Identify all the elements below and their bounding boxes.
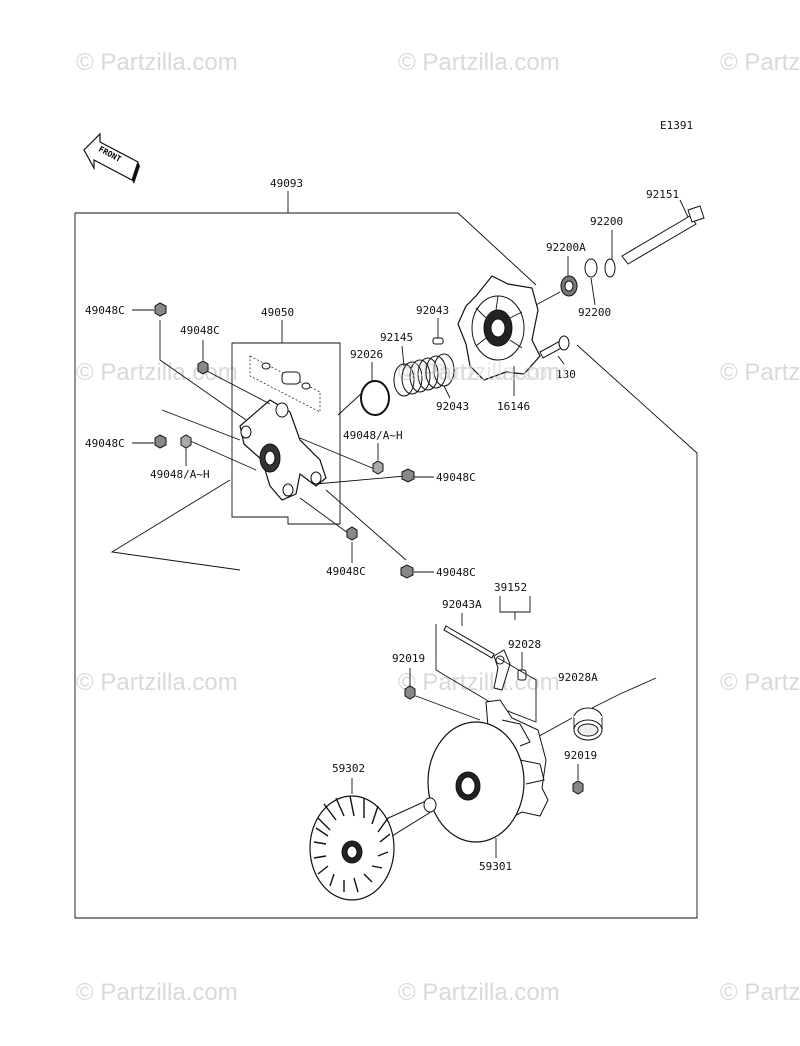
watermark: © Partzilla.com <box>76 49 238 76</box>
label-92200-top: 92200 <box>590 215 623 228</box>
label-92019-b: 92019 <box>564 749 597 762</box>
label-49048AH-b: 49048/A~H <box>343 429 403 442</box>
watermark: © Partzilla.com <box>720 359 800 386</box>
o-ring-92026 <box>360 380 390 416</box>
label-49048C-f: 49048C <box>436 566 476 579</box>
diagram-code: E1391 <box>660 119 693 132</box>
label-92043-bottom: 92043 <box>436 400 469 413</box>
label-130: 130 <box>556 368 576 381</box>
nut-49048AH <box>372 460 384 475</box>
nut-92019 <box>404 685 416 700</box>
label-92043A: 92043A <box>442 598 482 611</box>
nut-49048C <box>154 434 167 449</box>
label-49048C-b: 49048C <box>180 324 220 337</box>
cover-16146 <box>457 275 541 381</box>
washer-92200 <box>604 258 616 278</box>
label-49050: 49050 <box>261 306 294 319</box>
watermark: © Partzilla.com <box>398 669 560 696</box>
label-59301: 59301 <box>479 860 512 873</box>
watermark: © Partzilla.com <box>406 359 568 386</box>
watermark-layer: © Partzilla.com © Partzilla.com © Partzi… <box>76 49 800 1006</box>
nut-49048C <box>197 360 209 375</box>
label-92019-a: 92019 <box>392 652 425 665</box>
nut-49048AH <box>180 434 192 449</box>
watermark: © Partzilla.com <box>720 979 800 1006</box>
label-92200-bottom: 92200 <box>578 306 611 319</box>
label-49048C-e: 49048C <box>326 565 366 578</box>
label-49093: 49093 <box>270 177 303 190</box>
label-92028A: 92028A <box>558 671 598 684</box>
watermark: © Partzilla.com <box>720 669 800 696</box>
label-49048C-d: 49048C <box>436 471 476 484</box>
watermark: © Partzilla.com <box>76 669 238 696</box>
label-92026: 92026 <box>350 348 383 361</box>
pin-92043 <box>432 337 444 345</box>
label-92028: 92028 <box>508 638 541 651</box>
label-49048C-a: 49048C <box>85 304 125 317</box>
watermark: © Partzilla.com <box>398 979 560 1006</box>
nut-49048C <box>154 302 167 317</box>
label-49048AH-a: 49048/A~H <box>150 468 210 481</box>
spring-92145 <box>393 353 455 397</box>
watermark: © Partzilla.com <box>398 49 560 76</box>
watermark: © Partzilla.com <box>76 359 238 386</box>
nut-92200A <box>560 275 578 297</box>
nut-49048C <box>346 526 358 541</box>
nut-92019 <box>572 780 584 795</box>
spider-bracket-49050 <box>239 399 327 501</box>
fixed-sheave-59302 <box>309 795 437 901</box>
label-39152: 39152 <box>494 581 527 594</box>
leader-lines <box>110 320 407 571</box>
watermark: © Partzilla.com <box>720 49 800 76</box>
nut-49048C <box>401 468 415 483</box>
label-59302: 59302 <box>332 762 365 775</box>
assembly-boundary <box>74 191 698 919</box>
label-92200A: 92200A <box>546 241 586 254</box>
nut-49048C <box>400 564 414 579</box>
label-16146: 16146 <box>497 400 530 413</box>
washer-92200-lower <box>584 258 598 278</box>
front-arrow-icon: FRONT <box>83 132 140 184</box>
movable-sheave-59301 <box>427 699 549 843</box>
bushing-92028A <box>573 707 603 741</box>
roller-92028 <box>517 669 527 681</box>
label-92151: 92151 <box>646 188 679 201</box>
label-49048C-c: 49048C <box>85 437 125 450</box>
roller-pin-set <box>249 355 321 413</box>
label-92145: 92145 <box>380 331 413 344</box>
bolt-92151 <box>621 199 705 265</box>
watermark: © Partzilla.com <box>76 979 238 1006</box>
bolt-130 <box>539 335 570 359</box>
pin-92043A <box>443 625 495 659</box>
label-92043-top: 92043 <box>416 304 449 317</box>
